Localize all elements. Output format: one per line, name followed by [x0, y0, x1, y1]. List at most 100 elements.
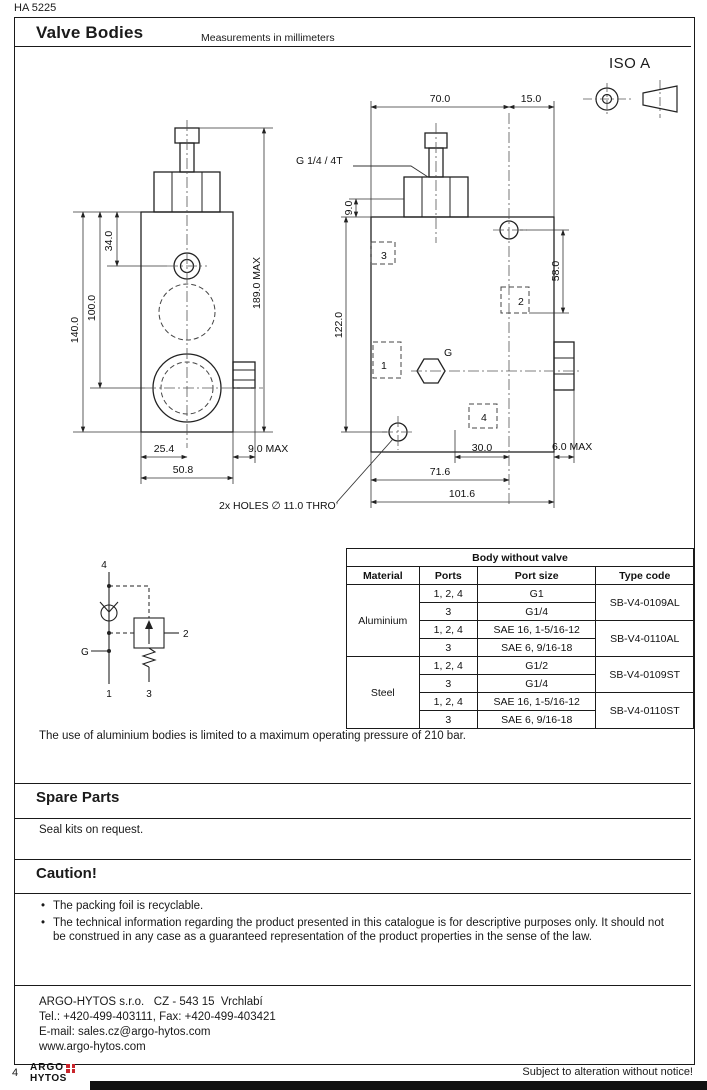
cell-port-size: G1/4	[476, 602, 597, 621]
doc-number: HA 5225	[14, 2, 57, 14]
right-view-dim-lines	[341, 101, 575, 508]
hydraulic-schematic: 4 2 G 1 3	[81, 560, 189, 700]
divider	[15, 859, 691, 860]
caution-list: The packing foil is recyclable. The tech…	[39, 899, 679, 947]
port-3-label: 3	[381, 250, 387, 262]
cell-ports: 3	[418, 638, 478, 657]
schematic-junctions	[107, 584, 153, 653]
left-view-centerlines	[145, 120, 263, 448]
logo-top-row: ARGO	[30, 1063, 75, 1073]
cell-port-size: SAE 6, 9/16-18	[476, 710, 597, 729]
right-view-labels: 70.0 15.0 9.0 122.0 58.0 30.0 6.0 MAX 71…	[219, 93, 592, 512]
dim-70-label: 70.0	[430, 93, 451, 105]
schematic-port-1: 1	[106, 689, 112, 700]
schematic-pilot-lines	[109, 585, 150, 634]
dim-140-label: 140.0	[69, 317, 81, 343]
cell-type-code: SB-V4-0109ST	[595, 656, 694, 693]
section-title-spare-parts: Spare Parts	[36, 789, 120, 806]
thread-label: G 1/4 / 4T	[296, 155, 343, 167]
cell-ports: 3	[418, 674, 478, 693]
cell-type-code: SB-V4-0109AL	[595, 584, 694, 621]
table-row: Steel 1, 2, 4 G1/2 SB-V4-0109ST	[346, 656, 694, 729]
cell-ports: 1, 2, 4	[418, 656, 478, 675]
dim-9-max-label: 9.0 MAX	[248, 443, 288, 455]
col-header-material: Material	[346, 566, 420, 585]
body-without-valve-table: Body without valve Material Ports Port s…	[346, 548, 694, 729]
cell-port-size: G1/4	[476, 674, 597, 693]
divider	[15, 893, 691, 894]
dim-50-8-label: 50.8	[173, 464, 194, 476]
page-title: Valve Bodies	[36, 23, 144, 42]
right-view-leader-lines	[336, 165, 429, 503]
table-row: 3 SAE 6, 9/16-18	[347, 710, 694, 729]
divider	[15, 783, 691, 784]
phone-line: Tel.: +420-499-403111, Fax: +420-499-403…	[39, 1011, 276, 1023]
table-row: 3 G1/4	[347, 674, 694, 693]
technical-drawings: 140.0 100.0 34.0 189.0 MAX 25.4 9.0 MAX …	[69, 93, 592, 512]
table-header-row: Material Ports Port size Type code	[346, 566, 694, 585]
page-number: 4	[12, 1067, 19, 1079]
bottom-bar	[90, 1081, 707, 1090]
schematic-labels: 4 2 G 1 3	[81, 560, 189, 700]
dim-189-label: 189.0 MAX	[251, 257, 263, 309]
iso-symbol-centerlines	[583, 80, 661, 118]
cell-port-size: G1/2	[476, 656, 597, 675]
holes-note: 2x HOLES ∅ 11.0 THRO’	[219, 500, 338, 512]
table-row: Aluminium 1, 2, 4 G1 SB-V4-0109AL	[346, 584, 694, 657]
cell-material-steel: Steel	[346, 656, 420, 729]
dim-34-label: 34.0	[103, 231, 115, 252]
dim-122-label: 122.0	[333, 312, 345, 338]
cell-ports: 1, 2, 4	[418, 584, 478, 603]
dim-100-label: 100.0	[86, 295, 98, 321]
table-title-row: Body without valve	[346, 548, 694, 567]
col-header-type-code: Type code	[595, 566, 694, 585]
measurements-note: Measurements in millimeters	[201, 32, 335, 44]
caution-item: The packing foil is recyclable.	[39, 899, 679, 913]
schematic-port-2: 2	[183, 629, 189, 640]
dim-15-label: 15.0	[521, 93, 542, 105]
content-frame: Valve Bodies Measurements in millimeters…	[14, 17, 695, 1065]
argo-hytos-logo: ARGO HYTOS	[30, 1063, 75, 1084]
left-view-outline	[140, 127, 256, 433]
port-1-label: 1	[381, 360, 387, 372]
dim-9-label: 9.0	[343, 201, 355, 216]
table-title: Body without valve	[346, 548, 694, 567]
cell-ports: 1, 2, 4	[418, 620, 478, 639]
left-view-facets	[171, 172, 255, 381]
divider	[15, 46, 691, 47]
schematic-port-3: 3	[146, 689, 152, 700]
right-view-facets	[421, 177, 574, 375]
port-2-label: 2	[518, 296, 524, 308]
caution-item: The technical information regarding the …	[39, 916, 679, 944]
left-view-dim-labels: 140.0 100.0 34.0 189.0 MAX 25.4 9.0 MAX …	[69, 231, 288, 476]
email-link[interactable]: E-mail: sales.cz@argo-hytos.com	[39, 1026, 211, 1038]
logo-argo-text: ARGO	[30, 1062, 64, 1073]
cell-ports: 3	[418, 710, 478, 729]
pressure-note: The use of aluminium bodies is limited t…	[39, 730, 466, 742]
col-header-ports: Ports	[418, 566, 478, 585]
dim-58-label: 58.0	[550, 261, 562, 282]
table-row: 1, 2, 4 SAE 16, 1-5/16-12 SB-V4-0110AL	[347, 620, 694, 657]
dim-25-4-label: 25.4	[154, 443, 175, 455]
right-view-port-outlines	[370, 241, 530, 429]
dim-6-max-label: 6.0 MAX	[552, 441, 592, 453]
dim-101-6-label: 101.6	[449, 488, 475, 500]
company-line: ARGO-HYTOS s.r.o. CZ - 543 15 Vrchlabí	[39, 996, 263, 1008]
cell-type-code: SB-V4-0110ST	[595, 692, 694, 729]
spare-parts-body: Seal kits on request.	[39, 824, 144, 836]
cell-port-size: SAE 16, 1-5/16-12	[476, 620, 597, 639]
cell-port-size: G1	[476, 584, 597, 603]
website-link[interactable]: www.argo-hytos.com	[39, 1041, 146, 1053]
logo-grid-icon	[66, 1063, 75, 1073]
divider	[15, 818, 691, 819]
cell-port-size: SAE 16, 1-5/16-12	[476, 692, 597, 711]
col-header-port-size: Port size	[476, 566, 597, 585]
port-4-label: 4	[481, 412, 487, 424]
iso-projection-icon	[583, 80, 678, 118]
schematic-solid-lines	[91, 572, 179, 684]
schematic-port-g: G	[81, 647, 89, 658]
right-view-centerlines	[382, 113, 579, 506]
contact-block: ARGO-HYTOS s.r.o. CZ - 543 15 Vrchlabí T…	[39, 995, 276, 1055]
schematic-port-4: 4	[101, 560, 107, 571]
cell-ports: 1, 2, 4	[418, 692, 478, 711]
